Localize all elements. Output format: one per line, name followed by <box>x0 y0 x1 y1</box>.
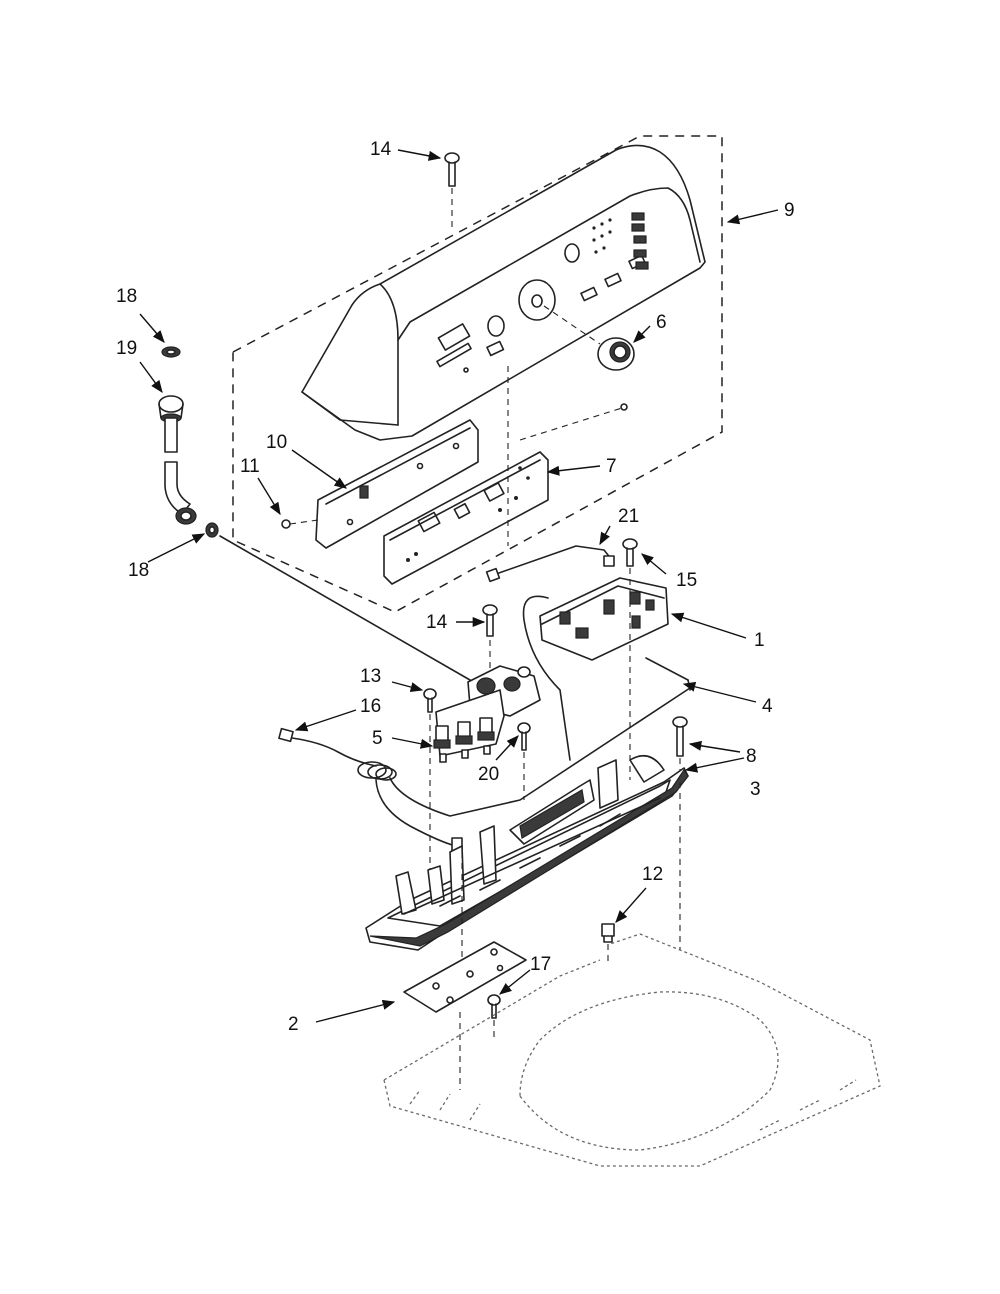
screw-part-17 <box>487 994 501 1040</box>
callout-4: 4 <box>762 696 773 717</box>
callout-17: 17 <box>530 954 551 975</box>
callout-9: 9 <box>784 200 795 221</box>
callout-5: 5 <box>372 728 383 749</box>
callout-12: 12 <box>642 864 663 885</box>
callout-14-top: 14 <box>370 139 392 160</box>
callout-6: 6 <box>656 312 667 333</box>
screw-part-11 <box>281 519 319 529</box>
callout-labels: 14 9 18 19 6 10 7 11 21 18 15 14 1 13 16… <box>116 139 795 1035</box>
callout-20: 20 <box>478 764 499 785</box>
console-part-9 <box>301 144 706 441</box>
callout-13: 13 <box>360 666 381 687</box>
mounting-line <box>519 407 623 441</box>
plate-part-2 <box>403 941 527 1090</box>
main-control-part-1 <box>522 577 669 761</box>
knob-part-6 <box>543 305 635 371</box>
callout-3: 3 <box>750 779 761 800</box>
wire-part-21 <box>485 545 615 583</box>
callout-14-lower: 14 <box>426 612 448 633</box>
callout-8: 8 <box>746 746 757 767</box>
callout-18-bottom: 18 <box>128 560 149 581</box>
callout-15: 15 <box>676 570 697 591</box>
fill-hose-part-19 <box>158 346 471 681</box>
callout-11: 11 <box>240 456 260 477</box>
rod-part-4 <box>645 657 691 691</box>
console-base-part-3 <box>365 754 689 980</box>
leader-lines <box>139 149 779 1023</box>
screw-part-8 <box>672 716 688 780</box>
callout-2: 2 <box>288 1014 299 1035</box>
callout-18-top: 18 <box>116 286 137 307</box>
callout-21: 21 <box>618 506 639 527</box>
water-valve-part-5 <box>433 665 541 763</box>
callout-19: 19 <box>116 338 137 359</box>
washer-top-reference <box>383 933 881 1167</box>
screw-part-15 <box>622 538 638 780</box>
clip-part-12 <box>601 923 615 943</box>
screw-part-14-top <box>444 152 460 230</box>
screw-part-13 <box>423 688 437 880</box>
callout-7: 7 <box>606 456 617 477</box>
control-board-part-7 <box>383 366 549 585</box>
screw-part-14-lower <box>482 604 498 672</box>
bracket-part-10 <box>315 419 479 549</box>
callout-1: 1 <box>754 630 765 651</box>
screw-part-20 <box>517 722 531 800</box>
wire-harness-part-16 <box>278 687 691 853</box>
callout-10: 10 <box>266 432 287 453</box>
callout-16: 16 <box>360 696 381 717</box>
console-assembly-outline <box>232 135 723 613</box>
